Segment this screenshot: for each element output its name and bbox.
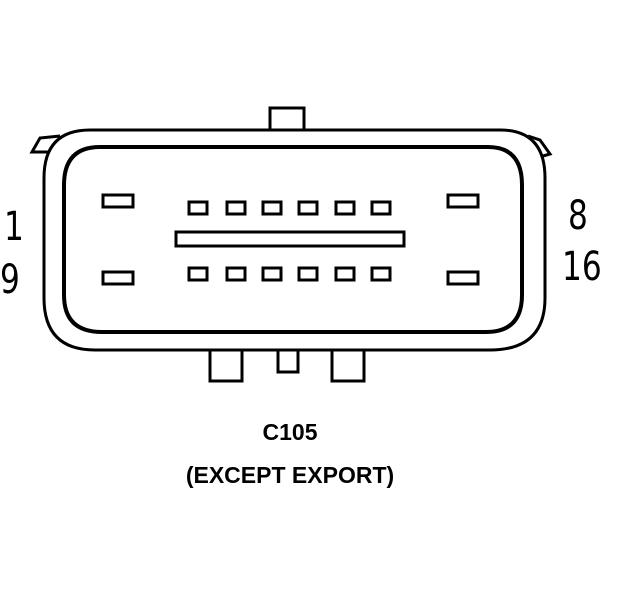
center-key-bar [174,230,406,248]
terminal-15 [370,266,392,282]
bottom-tab-right [330,348,366,383]
terminal-7 [370,200,392,216]
left-ear [29,134,61,154]
pin-label-bottom-right: 16 [562,244,602,290]
terminal-3 [225,200,247,216]
bottom-tab-left [208,348,244,383]
terminal-16 [446,270,480,286]
top-lock-tab [268,106,306,132]
connector-subtitle: (EXCEPT EXPORT) [185,462,395,488]
terminal-4 [261,200,283,216]
pin-label-top-right: 8 [568,193,588,239]
terminal-8 [446,193,480,209]
terminal-5 [297,200,319,216]
terminal-10 [187,266,209,282]
pin-label-bottom-left: 9 [0,257,20,303]
terminal-2 [187,200,209,216]
pin-label-top-left: 1 [4,204,24,250]
terminal-12 [261,266,283,282]
terminal-9 [101,270,135,286]
connector-name: C105 [262,419,318,445]
terminal-11 [225,266,247,282]
terminal-1 [101,193,135,209]
terminal-13 [297,266,319,282]
bottom-tab-center [276,348,300,374]
terminal-14 [334,266,356,282]
terminal-6 [334,200,356,216]
